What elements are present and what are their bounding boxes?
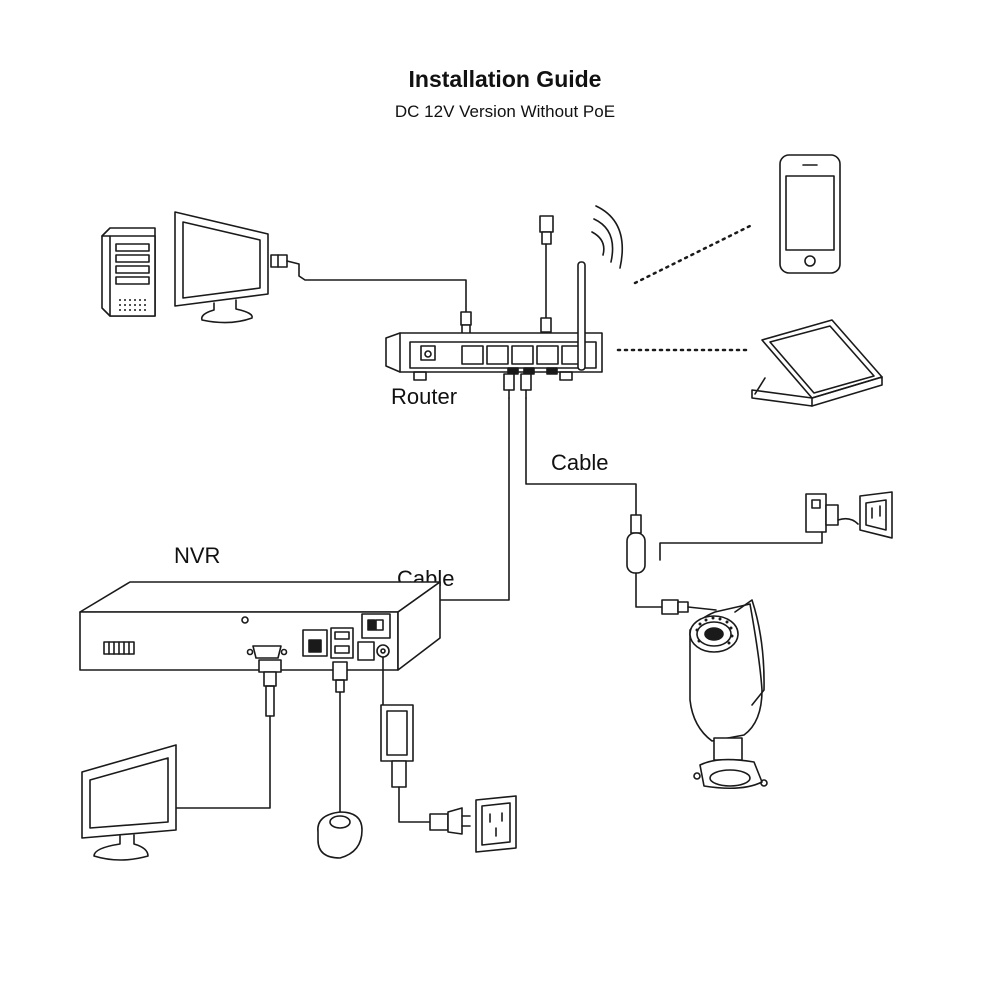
nvr-label: NVR bbox=[174, 543, 221, 568]
pc-monitor-icon bbox=[174, 211, 269, 324]
mouse-icon bbox=[317, 811, 363, 859]
diagram-subtitle: DC 12V Version Without PoE bbox=[394, 102, 616, 121]
wifi-signal-icon bbox=[591, 205, 624, 269]
router-lan-plugs bbox=[503, 373, 532, 399]
nvr-power-cable bbox=[380, 656, 471, 835]
nvr-icon bbox=[79, 581, 441, 671]
router-camera-cable bbox=[525, 397, 717, 615]
nvr-vga-cable bbox=[173, 659, 282, 809]
vga-monitor-icon bbox=[81, 744, 177, 861]
nvr-wall-outlet-icon bbox=[475, 795, 517, 853]
camera-power-adapter-icon bbox=[659, 493, 859, 561]
smartphone-icon bbox=[779, 154, 841, 274]
desktop-computer-icon bbox=[101, 227, 156, 317]
laptop-icon bbox=[751, 319, 883, 407]
pc-router-cable bbox=[270, 254, 472, 336]
router-label: Router bbox=[391, 384, 458, 409]
router-uplink-plug bbox=[539, 215, 554, 333]
cable-label-router-camera: Cable bbox=[551, 450, 609, 475]
phone-wireless-link bbox=[633, 223, 754, 285]
bullet-camera-icon bbox=[689, 599, 768, 790]
nvr-mouse-cable bbox=[332, 661, 348, 813]
router-icon bbox=[385, 261, 603, 381]
camera-wall-outlet-icon bbox=[859, 491, 893, 539]
diagram-title: Installation Guide bbox=[408, 66, 602, 92]
